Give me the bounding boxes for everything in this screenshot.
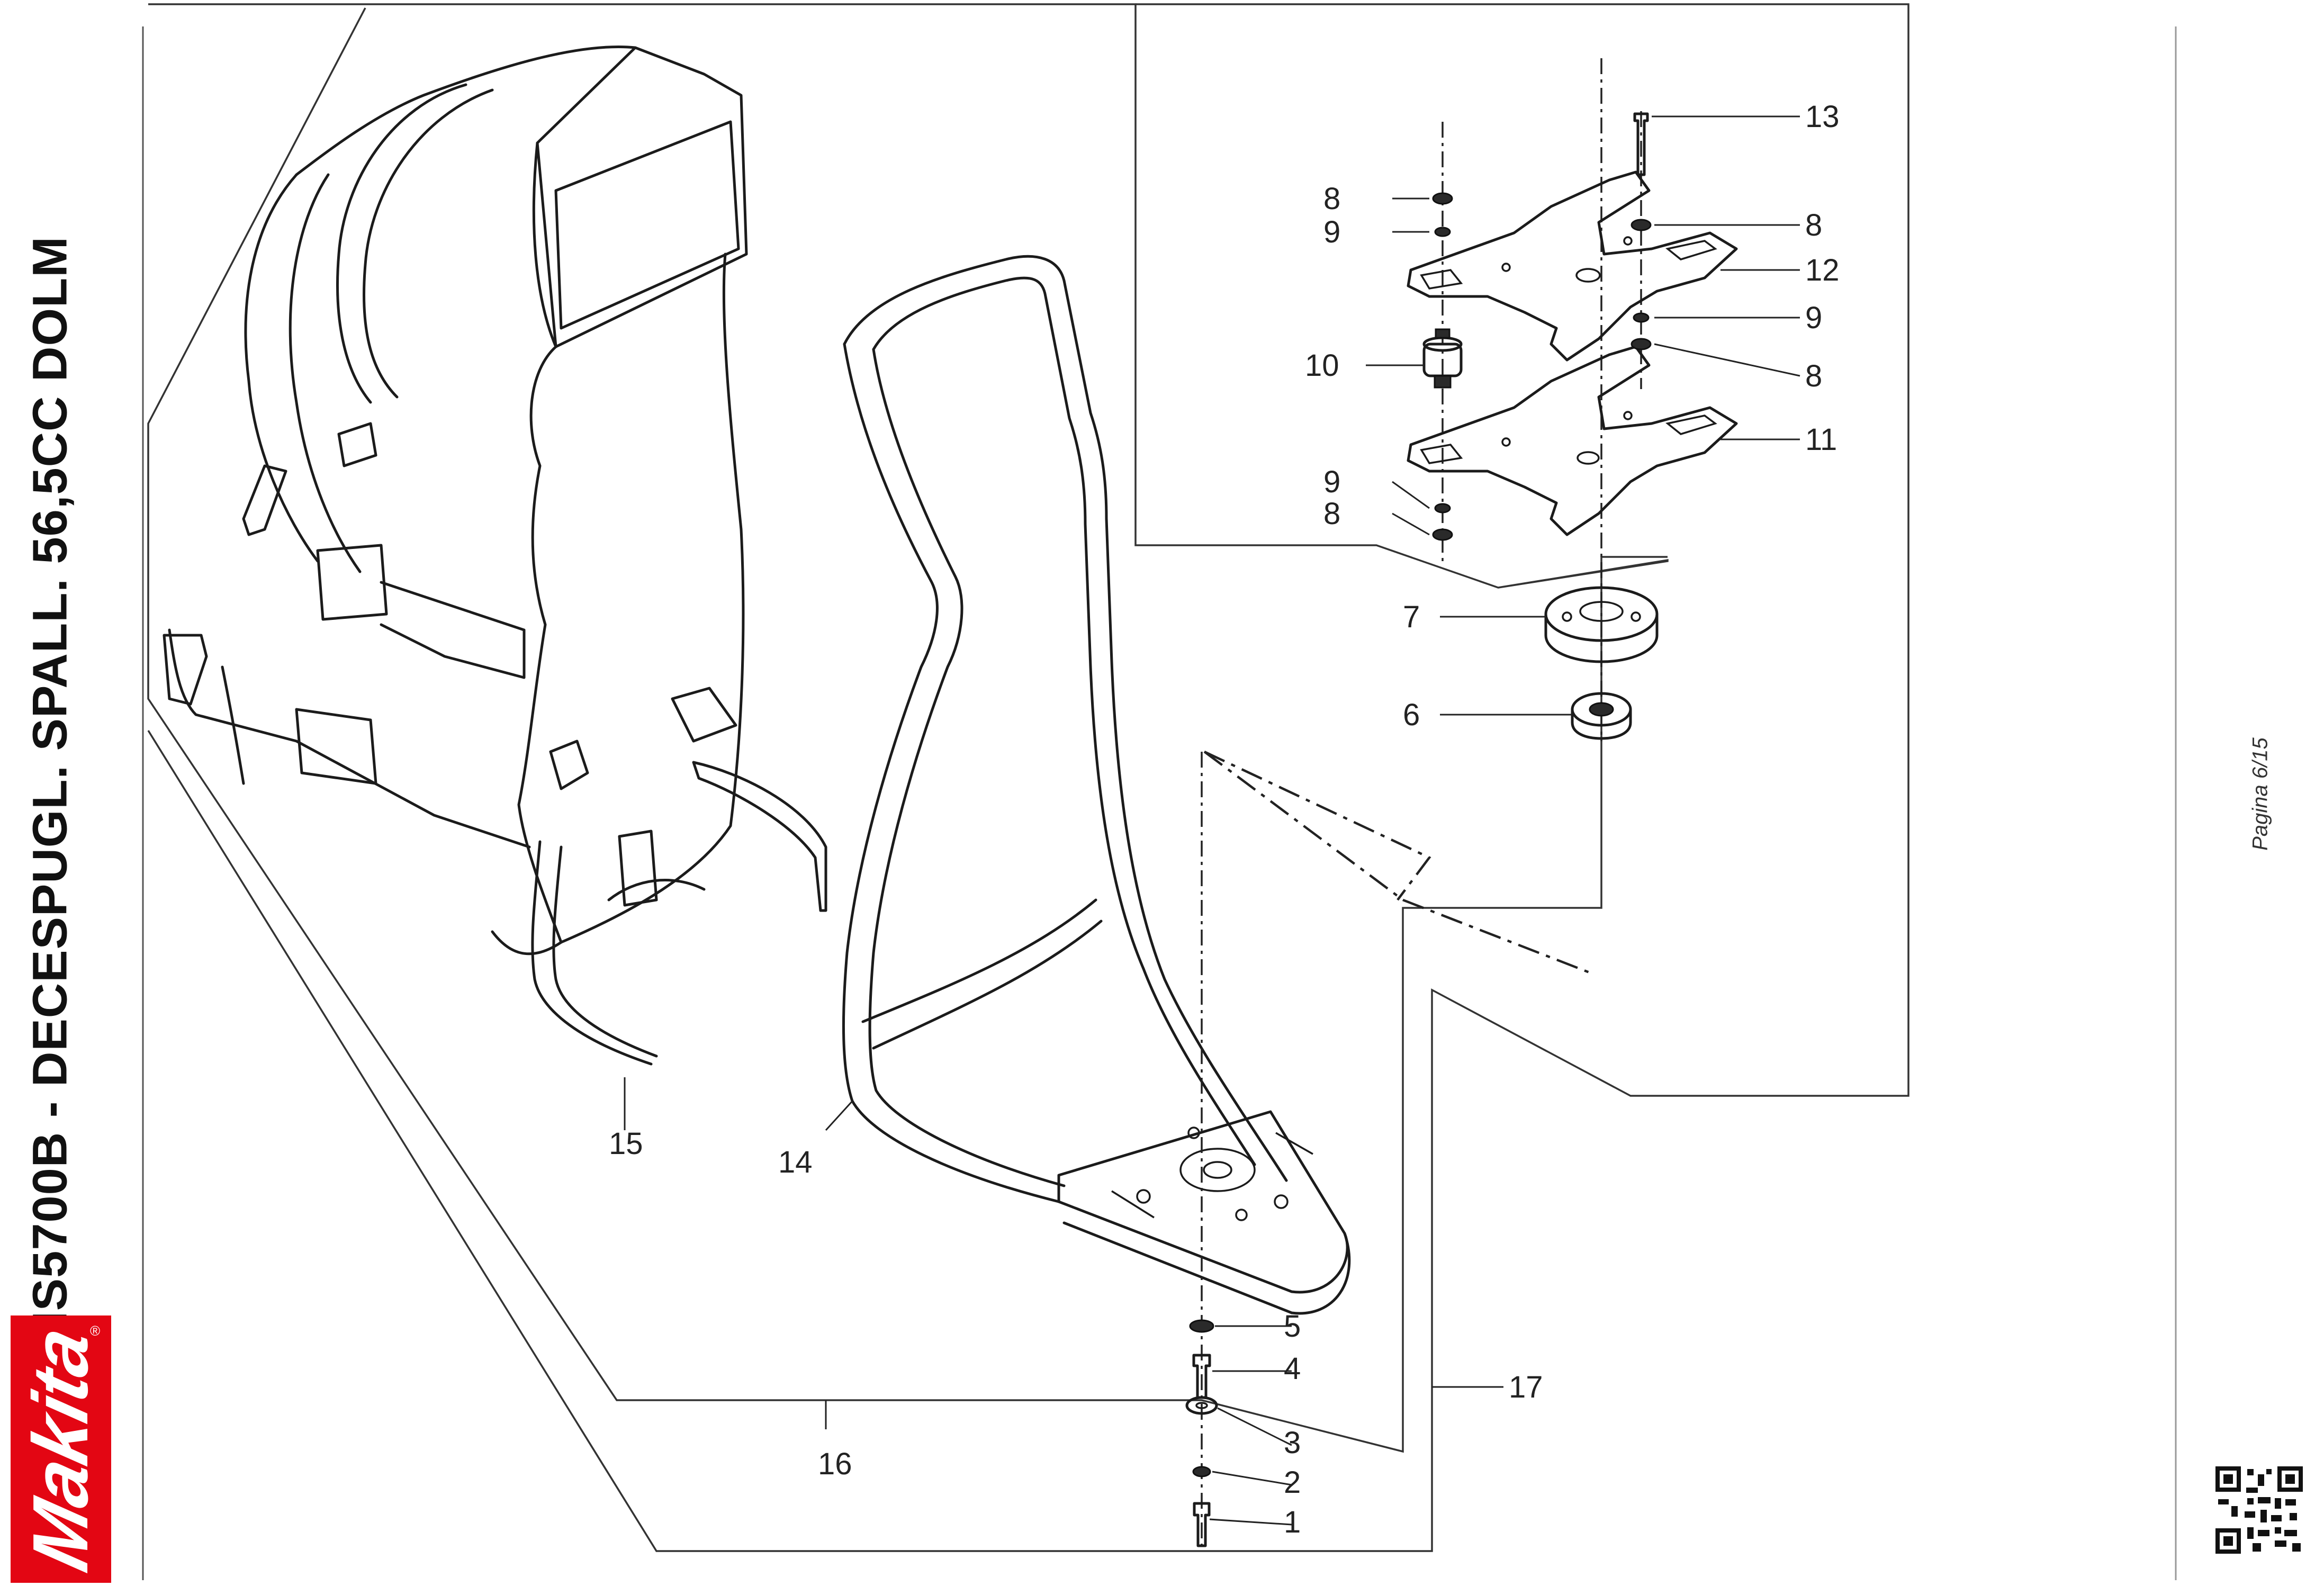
group-outline-17: [147, 3, 1909, 1552]
upper-plate: [1407, 170, 1738, 362]
makita-logo: ® Makita: [11, 1315, 111, 1583]
callout-9b: 9: [1805, 301, 1822, 335]
qr-code-icon: [2215, 1466, 2303, 1554]
callout-9c: 9: [1323, 465, 1340, 499]
upper-fasteners: [1432, 112, 1652, 541]
callout-9a: 9: [1323, 215, 1340, 249]
callout-8d: 8: [1323, 497, 1340, 531]
callout-5: 5: [1284, 1309, 1301, 1344]
group-outline-16: [147, 3, 1669, 1453]
callout-17: 17: [1509, 1370, 1543, 1404]
callout-4: 4: [1284, 1351, 1301, 1386]
lower-plate: [1407, 345, 1738, 536]
callout-15: 15: [609, 1127, 643, 1161]
callout-2: 2: [1284, 1465, 1301, 1500]
vibration-damper: [1422, 328, 1463, 389]
leader-lines: [624, 115, 1800, 1526]
bearing: [1571, 692, 1632, 740]
callout-11: 11: [1805, 422, 1837, 457]
callout-13: 13: [1805, 100, 1840, 134]
callout-8b: 8: [1805, 208, 1822, 242]
flange: [1544, 586, 1659, 663]
hidden-line-b: [1203, 751, 1594, 976]
tubular-frame: [842, 255, 1351, 1315]
callout-8c: 8: [1805, 359, 1822, 393]
callout-16: 16: [818, 1447, 852, 1481]
callout-3: 3: [1284, 1426, 1301, 1460]
callout-6: 6: [1403, 698, 1420, 732]
callout-7: 7: [1403, 600, 1420, 634]
backpack-harness: [163, 45, 827, 1066]
callout-12: 12: [1805, 253, 1840, 287]
callout-1: 1: [1284, 1505, 1301, 1539]
callout-8a: 8: [1323, 182, 1340, 216]
registered-mark: ®: [90, 1323, 101, 1339]
callout-14: 14: [778, 1145, 813, 1179]
lower-fasteners: [1185, 1319, 1218, 1547]
hidden-line-a: [1204, 750, 1431, 901]
callout-10: 10: [1305, 348, 1339, 383]
